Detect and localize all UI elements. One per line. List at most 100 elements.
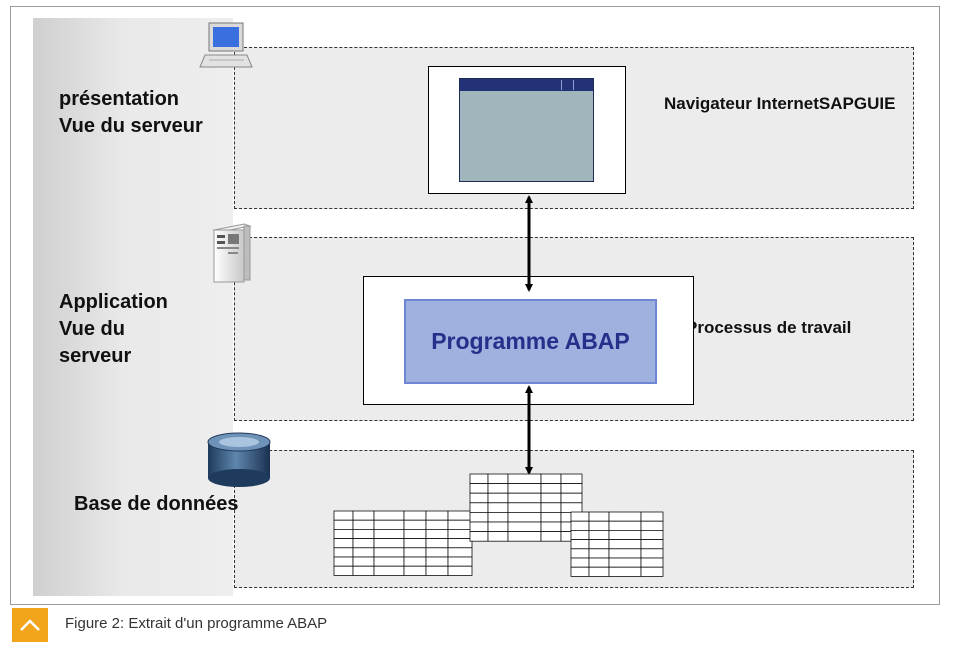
presentation-label-line-1: présentation <box>59 88 180 110</box>
table-cell <box>469 483 489 494</box>
table-cell <box>333 565 354 576</box>
table-cell <box>608 557 642 568</box>
table-cell <box>540 483 562 494</box>
table-cell <box>403 519 427 530</box>
table-cell <box>403 565 427 576</box>
table-cell <box>608 539 642 550</box>
table-cell <box>640 530 664 541</box>
table-cell <box>352 547 375 558</box>
table-cell <box>447 538 473 549</box>
table-cell <box>403 556 427 567</box>
table-cell <box>469 521 489 533</box>
application-label-line-2: Vue du <box>59 318 125 340</box>
table-cell <box>403 547 427 558</box>
table-cell <box>608 530 642 541</box>
table-cell <box>588 539 610 550</box>
abap-program-label: Programme ABAP <box>431 328 630 354</box>
table-cell <box>487 473 509 485</box>
table-cell <box>333 538 354 549</box>
table-cell <box>425 510 449 521</box>
table-cell <box>373 547 405 558</box>
table-cell <box>487 492 509 504</box>
browser-title-bar <box>460 79 593 91</box>
table-cell <box>352 538 375 549</box>
table-cell <box>640 548 664 559</box>
table-cell <box>447 556 473 567</box>
table-cell <box>588 530 610 541</box>
table-cell <box>507 492 542 504</box>
database-layer-label: Base de données <box>74 491 239 518</box>
table-cell <box>469 473 489 485</box>
table-cell <box>447 519 473 530</box>
server-icon <box>212 223 252 283</box>
table-cell <box>333 529 354 540</box>
table-cell <box>447 510 473 521</box>
table-cell <box>570 530 590 541</box>
table-cell <box>373 529 405 540</box>
table-cell <box>608 566 642 577</box>
table-cell <box>640 539 664 550</box>
table-cell <box>469 531 489 542</box>
table-cell <box>487 531 509 542</box>
table-cell <box>373 556 405 567</box>
table-cell <box>373 538 405 549</box>
table-cell <box>540 531 562 542</box>
table-cell <box>640 557 664 568</box>
table-cell <box>469 512 489 523</box>
table-cell <box>570 520 590 531</box>
abap-program-box: Programme ABAP <box>404 299 657 384</box>
table-cell <box>588 511 610 522</box>
work-process-side-label: Processus de travail <box>686 318 852 337</box>
table-cell <box>540 521 562 533</box>
table-cell <box>608 548 642 559</box>
figure-caption-bar: Figure 2: Extrait d'un programme ABAP <box>10 604 940 642</box>
browser-window-icon <box>459 78 594 182</box>
table-cell <box>507 521 542 533</box>
computer-icon <box>199 22 253 68</box>
table-cell <box>333 519 354 530</box>
table-cell <box>425 538 449 549</box>
table-cell <box>507 512 542 523</box>
table-cell <box>447 529 473 540</box>
table-cell <box>507 473 542 485</box>
application-label-line-1: Application <box>59 291 168 313</box>
presentation-layer-label: présentation Vue du serveur <box>59 86 203 140</box>
database-label-line-1: Base de données <box>74 493 239 515</box>
table-cell <box>640 511 664 522</box>
table-cell <box>608 511 642 522</box>
table-cell <box>588 566 610 577</box>
table-cell <box>352 519 375 530</box>
table-cell <box>352 556 375 567</box>
table-cell <box>487 502 509 513</box>
table-cell <box>425 556 449 567</box>
table-cell <box>540 492 562 504</box>
table-cell <box>403 510 427 521</box>
table-cell <box>507 483 542 494</box>
table-cell <box>373 565 405 576</box>
table-cell <box>425 519 449 530</box>
table-cell <box>640 520 664 531</box>
table-cell <box>570 566 590 577</box>
table-cell <box>403 538 427 549</box>
table-cell <box>560 502 583 513</box>
window-button-icon <box>561 80 571 90</box>
table-cell <box>570 557 590 568</box>
table-cell <box>540 512 562 523</box>
table-cell <box>540 502 562 513</box>
table-cell <box>560 483 583 494</box>
table-cell <box>608 520 642 531</box>
table-cell <box>425 547 449 558</box>
application-layer-label: Application Vue du serveur <box>59 289 168 370</box>
table-cell <box>469 502 489 513</box>
table-cell <box>403 529 427 540</box>
table-cell <box>507 502 542 513</box>
collapse-caption-button[interactable] <box>12 608 48 642</box>
table-cell <box>570 548 590 559</box>
table-cell <box>588 548 610 559</box>
table-cell <box>352 529 375 540</box>
table-cell <box>570 539 590 550</box>
table-cell <box>469 492 489 504</box>
left-gradient-band <box>33 18 233 596</box>
presentation-label-line-2: Vue du serveur <box>59 115 203 137</box>
window-button-icon <box>573 80 583 90</box>
